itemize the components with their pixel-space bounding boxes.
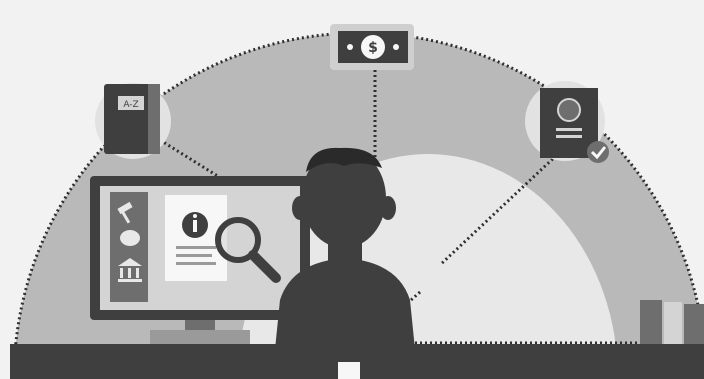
chair-back — [338, 362, 360, 379]
brain-icon — [120, 230, 140, 246]
dollar-bill-icon: $ — [330, 24, 414, 70]
book-label: A-Z — [123, 100, 138, 110]
monitor — [90, 176, 310, 344]
dictionary-book-icon: A-Z — [95, 83, 171, 159]
dollar-label: $ — [368, 40, 378, 56]
